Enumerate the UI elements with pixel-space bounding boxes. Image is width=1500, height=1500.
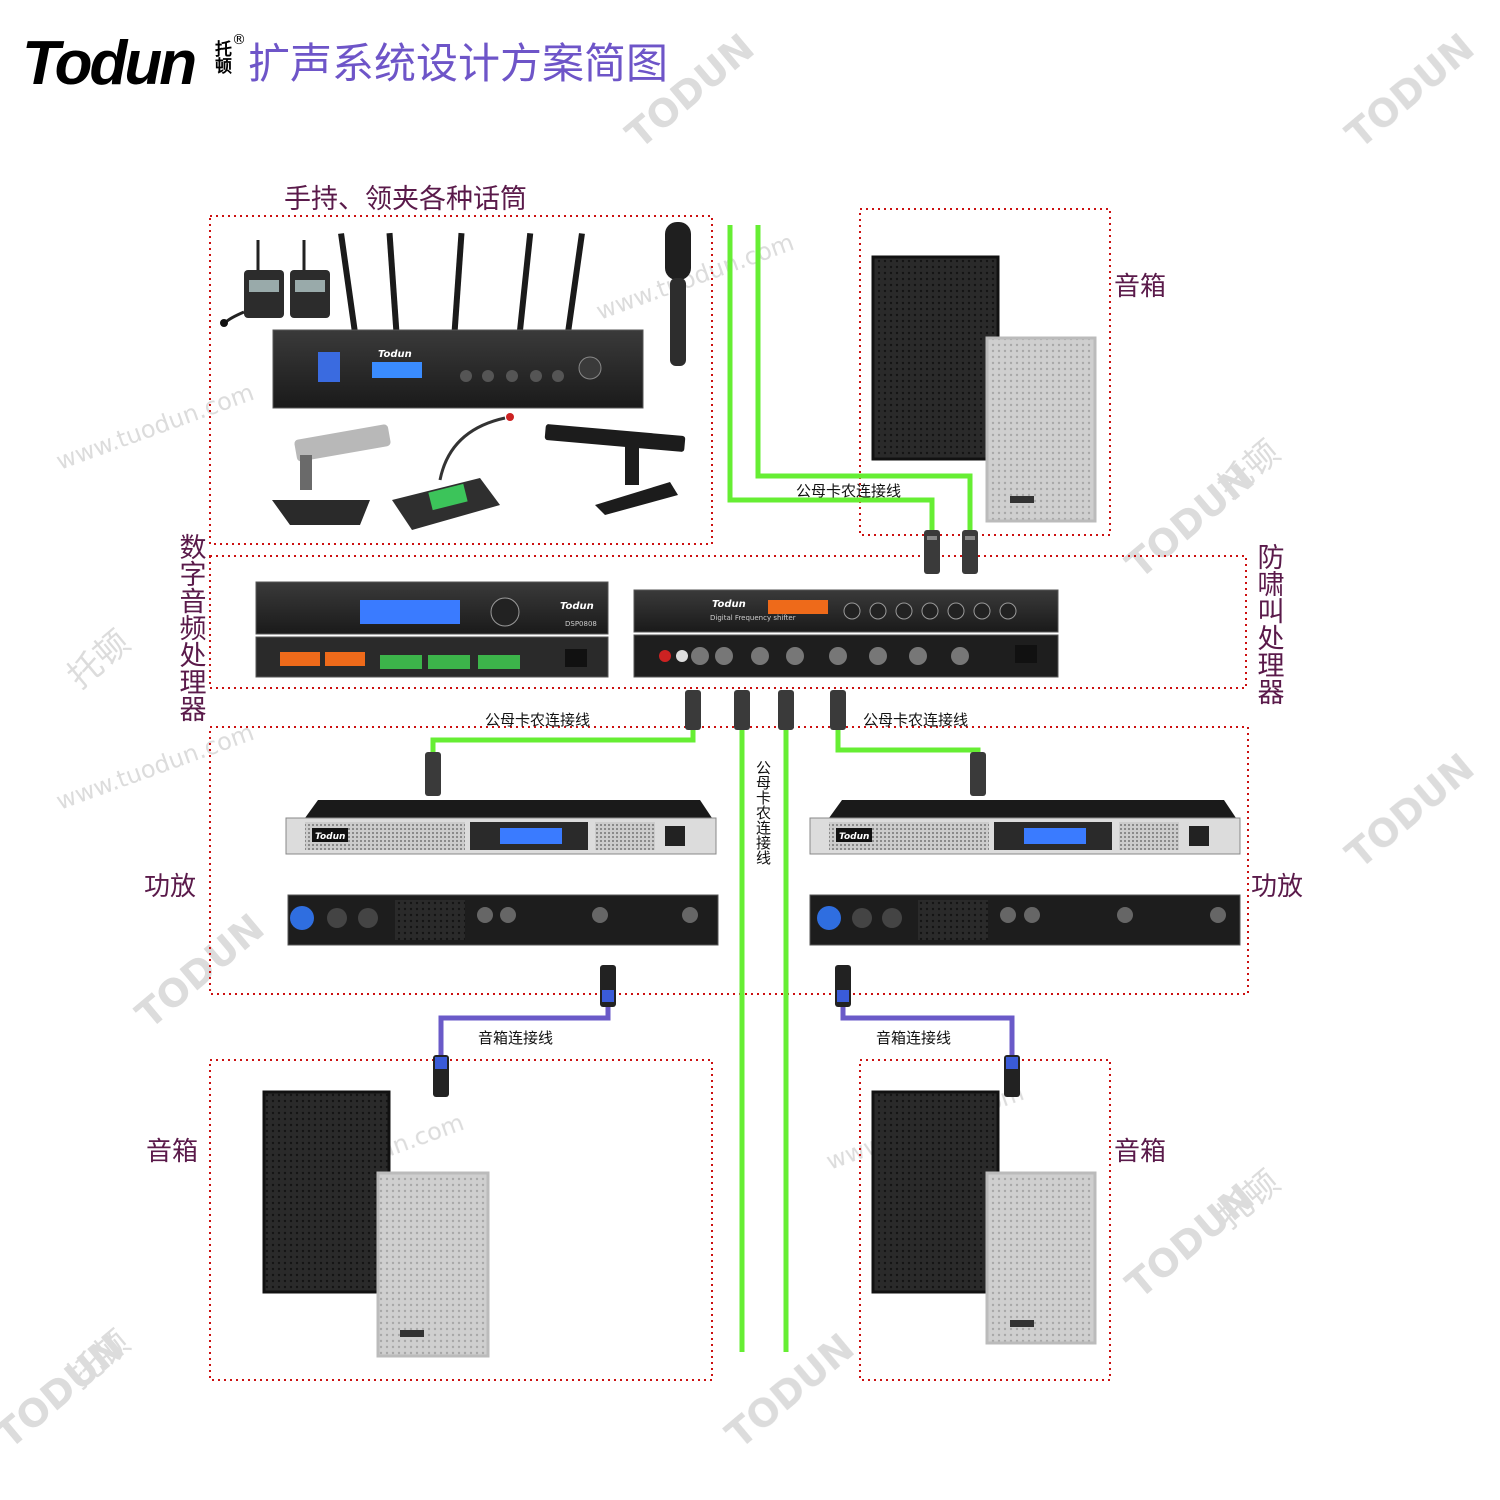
amp-left-brand: Todun	[315, 832, 345, 842]
xlr-plug-icon	[970, 752, 986, 796]
speaker-pair-bottom-left	[262, 1090, 490, 1358]
dsp-processor: Todun DSP0808	[255, 581, 609, 678]
watermark-chinese: 托顿	[60, 623, 138, 697]
bodypack-transmitter-icon	[220, 240, 284, 327]
handheld-microphone-icon	[665, 222, 691, 366]
processor-section-border	[209, 555, 1247, 689]
speaker-bottom-right-border	[859, 1059, 1111, 1381]
cables	[430, 225, 1015, 1352]
feedback-suppressor: Todun Digital Frequency shifter	[633, 589, 1059, 678]
speaker-bottom-right-label: 音箱	[1114, 1137, 1166, 1167]
speaker-pair-bottom-right	[871, 1090, 1097, 1345]
xlr-plug-icon	[685, 690, 701, 730]
receiver-brand: Todun	[378, 349, 412, 360]
speaker-pair-top-right	[871, 255, 1097, 523]
dsp-label: 数字音频处理器	[175, 533, 207, 722]
conference-microphone-icon	[392, 413, 514, 530]
xlr-plug-icon	[962, 530, 978, 574]
amp-right-label: 功放	[1251, 872, 1303, 902]
dsp-model: DSP0808	[565, 620, 597, 628]
speaker-black-icon	[871, 255, 1000, 461]
speakon-plug-icon	[1004, 1055, 1020, 1097]
mic-section-label: 手持、领夹各种话筒	[284, 184, 527, 215]
xlr-plug-icon	[830, 690, 846, 730]
xlr-cable-top-inner	[755, 225, 973, 540]
speaker-bottom-left-label: 音箱	[146, 1137, 198, 1167]
xlr-caption-mid-left: 公母卡农连接线	[485, 711, 590, 729]
amp-left-label: 功放	[144, 872, 196, 902]
microphone-equipment: Todun	[220, 222, 691, 530]
watermark-url: www.tuodun.com	[52, 378, 257, 476]
speaker-white-icon	[985, 1171, 1097, 1345]
watermark-brand: TODUN	[128, 905, 273, 1037]
xlr-caption-mid-right: 公母卡农连接线	[863, 711, 968, 729]
cable-captions: 公母卡农连接线 公母卡农连接线 公母卡农连接线 公母卡农连接线 音箱连接线 音箱…	[478, 482, 968, 1047]
xlr-plug-icon	[734, 690, 750, 730]
amplifier-left: Todun	[285, 800, 719, 946]
xlr-caption-vertical: 公母卡农连接线	[754, 760, 772, 865]
connectors	[425, 530, 1020, 1097]
section-labels: 手持、领夹各种话筒 音箱 数字音频处理器 防啸叫处理器 功放 功放 音箱 音箱	[144, 184, 1303, 1167]
speaker-caption-left: 音箱连接线	[478, 1029, 553, 1047]
xlr-cable-top-outer	[727, 225, 935, 540]
feedback-name: Digital Frequency shifter	[710, 614, 796, 622]
antenna-icon	[338, 232, 585, 334]
wireless-receiver: Todun	[272, 329, 644, 409]
registered-mark: ®	[232, 32, 246, 48]
watermark-url: www.tuodun.com	[52, 718, 257, 816]
xlr-caption-top: 公母卡农连接线	[796, 482, 901, 500]
dsp-brand: Todun	[560, 601, 594, 612]
xlr-plug-icon	[924, 530, 940, 574]
speaker-black-icon	[262, 1090, 391, 1294]
watermark-brand: TODUN	[1338, 745, 1483, 877]
speaker-bottom-left-border	[209, 1059, 713, 1381]
brand-logo: Todun	[22, 29, 195, 98]
speakon-plug-icon	[433, 1055, 449, 1097]
watermark-brand: TODUN	[718, 1325, 863, 1457]
watermark-brand: TODUN	[1338, 25, 1483, 157]
page-title: 扩声系统设计方案简图	[248, 39, 668, 88]
header: Todun 托顿 ® 扩声系统设计方案简图	[22, 29, 668, 98]
speaker-cable-left	[438, 985, 611, 1060]
conference-microphone-icon	[272, 424, 391, 525]
amp-section-border	[209, 726, 1249, 995]
conference-microphone-icon	[544, 424, 686, 515]
xlr-plug-icon	[425, 752, 441, 796]
watermark-url: www.tuodun.com	[592, 228, 797, 326]
speaker-white-icon	[376, 1171, 490, 1358]
speaker-white-icon	[985, 336, 1097, 523]
feedback-label: 防啸叫处理器	[1253, 543, 1285, 705]
brand-logo-chinese: 托顿	[211, 39, 232, 75]
bodypack-transmitter-icon	[290, 240, 330, 318]
section-borders	[209, 208, 1249, 1381]
feedback-brand: Todun	[712, 599, 746, 610]
amplifier-right: Todun	[809, 800, 1241, 946]
mic-section-border	[209, 215, 713, 545]
speakon-plug-icon	[835, 965, 851, 1007]
speaker-top-right-label: 音箱	[1114, 272, 1166, 302]
speaker-cable-right	[840, 985, 1015, 1060]
xlr-plug-icon	[778, 690, 794, 730]
speaker-caption-right: 音箱连接线	[876, 1029, 951, 1047]
speaker-black-icon	[871, 1090, 1000, 1294]
amp-right-brand: Todun	[839, 832, 869, 842]
speakon-plug-icon	[600, 965, 616, 1007]
